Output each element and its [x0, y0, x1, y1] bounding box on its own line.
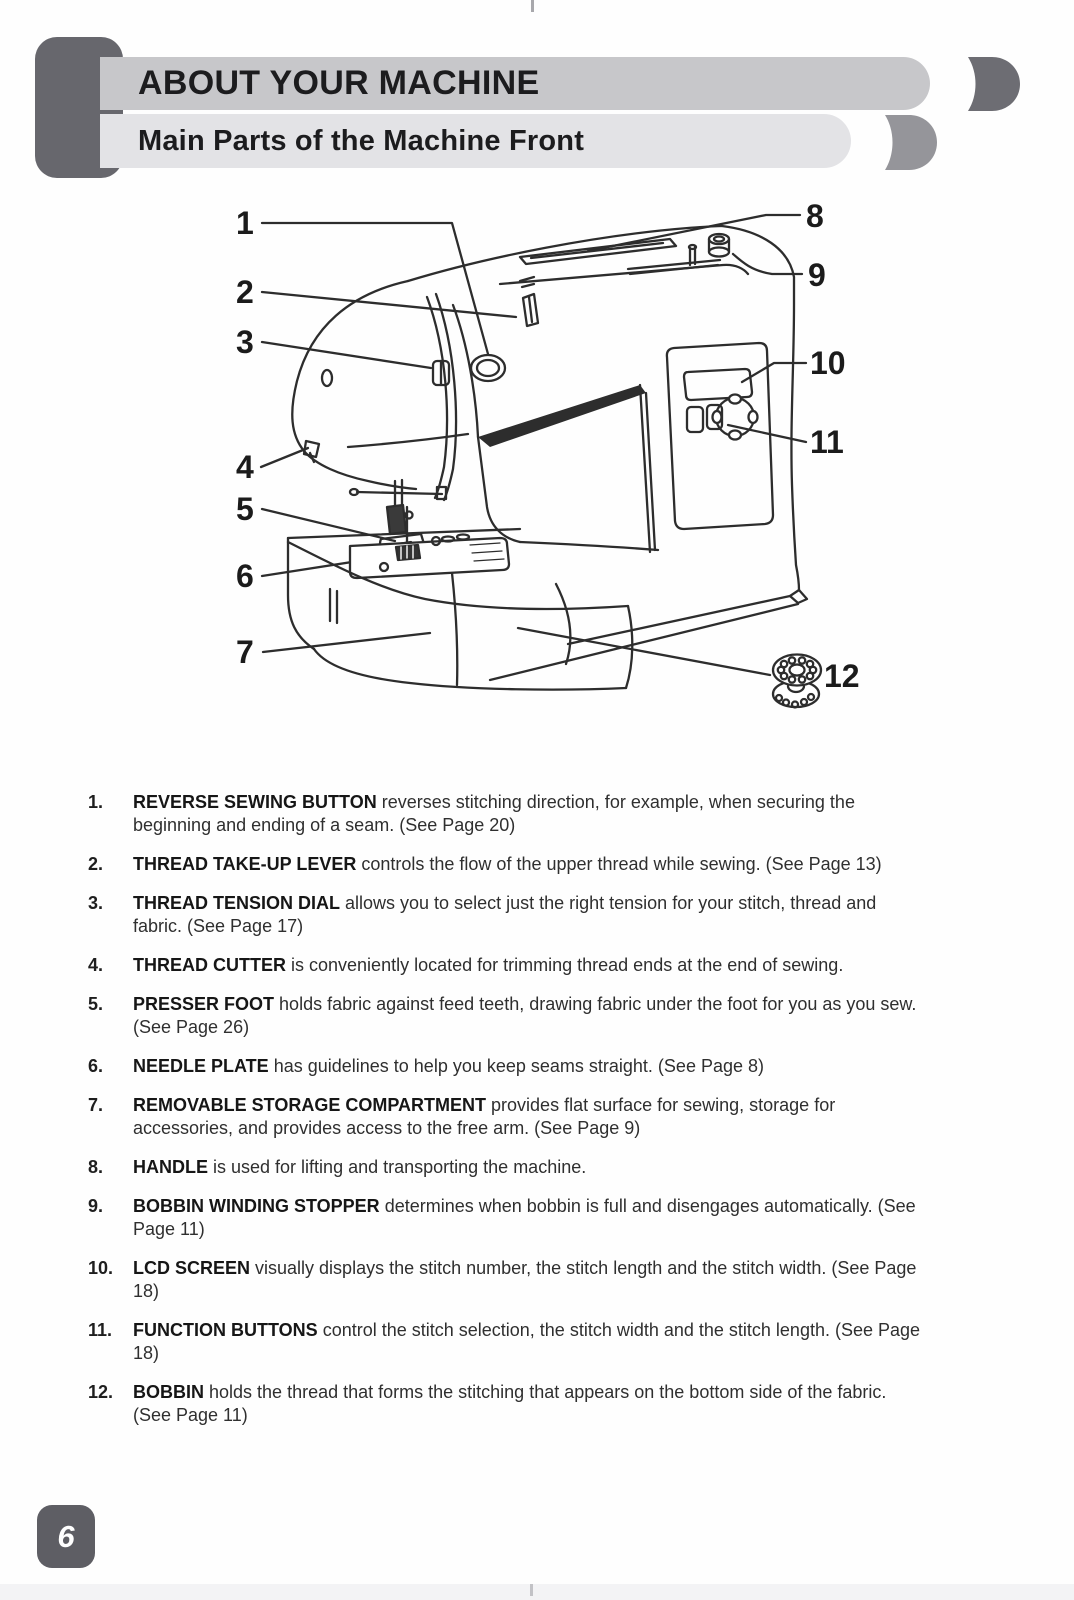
- part-description: controls the flow of the upper thread wh…: [361, 854, 882, 874]
- part-number: 11.: [88, 1320, 113, 1340]
- part-description: determines when bobbin is full and disen…: [133, 1196, 916, 1239]
- part-item: 5. PRESSER FOOT holds fabric against fee…: [88, 993, 968, 1039]
- machine-diagram: 1 2 3 4 5 6 7 8 9 10 11 12: [0, 185, 1074, 760]
- part-number: 5.: [88, 994, 104, 1014]
- part-name: REVERSE SEWING BUTTON: [133, 792, 377, 812]
- part-item: 11. FUNCTION BUTTONS control the stitch …: [88, 1319, 968, 1365]
- part-item: 3. THREAD TENSION DIAL allows you to sel…: [88, 892, 968, 938]
- callout-label: 3: [236, 324, 254, 360]
- part-number: 10.: [88, 1258, 114, 1278]
- callout-label: 2: [236, 274, 254, 310]
- page-number-badge: 6: [37, 1505, 95, 1568]
- part-item: 12. BOBBIN holds the thread that forms t…: [88, 1381, 968, 1427]
- part-name: NEEDLE PLATE: [133, 1056, 269, 1076]
- page-title: ABOUT YOUR MACHINE: [138, 64, 540, 102]
- callout-label: 6: [236, 558, 254, 594]
- callout-label: 10: [810, 345, 846, 381]
- part-item: 10. LCD SCREEN visually displays the sti…: [88, 1257, 968, 1303]
- part-name: THREAD TAKE-UP LEVER: [133, 854, 357, 874]
- part-description: visually displays the stitch number, the…: [133, 1258, 917, 1301]
- part-number: 4.: [88, 955, 104, 975]
- part-description: reverses stitching direction, for exampl…: [133, 792, 855, 835]
- section-title-banner: Main Parts of the Machine Front: [100, 114, 851, 168]
- callout-labels: 1 2 3 4 5 6 7 8 9 10 11 12: [236, 198, 860, 694]
- parts-list: 1. REVERSE SEWING BUTTON reverses stitch…: [88, 791, 968, 1443]
- top-crop-mark: [531, 0, 534, 12]
- part-name: BOBBIN WINDING STOPPER: [133, 1196, 380, 1216]
- part-name: PRESSER FOOT: [133, 994, 275, 1014]
- part-item: 2. THREAD TAKE-UP LEVER controls the flo…: [88, 853, 968, 876]
- part-item: 8. HANDLE is used for lifting and transp…: [88, 1156, 968, 1179]
- part-item: 4. THREAD CUTTER is conveniently located…: [88, 954, 968, 977]
- callout-leader-lines: [259, 213, 808, 677]
- callout-label: 8: [806, 198, 824, 234]
- part-item: 1. REVERSE SEWING BUTTON reverses stitch…: [88, 791, 968, 837]
- part-number: 2.: [88, 854, 104, 874]
- bobbin-illustration: [771, 653, 823, 709]
- callout-label: 7: [236, 634, 254, 670]
- callout-label: 12: [824, 658, 860, 694]
- callout-label: 11: [810, 424, 844, 460]
- chapter-title-banner: ABOUT YOUR MACHINE: [100, 57, 930, 110]
- part-description: allows you to select just the right tens…: [133, 893, 877, 936]
- part-name: LCD SCREEN: [133, 1258, 251, 1278]
- part-name: FUNCTION BUTTONS: [133, 1320, 318, 1340]
- part-name: THREAD CUTTER: [133, 955, 286, 975]
- callout-label: 9: [808, 257, 826, 293]
- page-number: 6: [57, 1518, 75, 1554]
- callout-label: 4: [236, 449, 254, 485]
- header-swoosh-gray: [879, 115, 937, 175]
- bottom-band: [0, 1584, 1074, 1600]
- part-description: is conveniently located for trimming thr…: [291, 955, 844, 975]
- part-number: 1.: [88, 792, 104, 812]
- part-description: control the stitch selection, the stitch…: [133, 1320, 921, 1363]
- part-number: 12.: [88, 1382, 114, 1402]
- header-swoosh-dark: [962, 57, 1020, 116]
- part-name: BOBBIN: [133, 1382, 204, 1402]
- part-name: HANDLE: [133, 1157, 208, 1177]
- part-item: 7. REMOVABLE STORAGE COMPARTMENT provide…: [88, 1094, 968, 1140]
- bottom-crop-mark: [530, 1584, 533, 1596]
- part-number: 8.: [88, 1157, 104, 1177]
- part-number: 9.: [88, 1196, 104, 1216]
- callout-label: 5: [236, 491, 254, 527]
- part-number: 7.: [88, 1095, 104, 1115]
- part-name: THREAD TENSION DIAL: [133, 893, 340, 913]
- part-item: 6. NEEDLE PLATE has guidelines to help y…: [88, 1055, 968, 1078]
- part-name: REMOVABLE STORAGE COMPARTMENT: [133, 1095, 487, 1115]
- part-description: provides flat surface for sewing, storag…: [133, 1095, 836, 1138]
- callout-label: 1: [236, 205, 254, 241]
- part-number: 3.: [88, 893, 104, 913]
- part-description: is used for lifting and transporting the…: [213, 1157, 587, 1177]
- part-number: 6.: [88, 1056, 104, 1076]
- part-description: holds fabric against feed teeth, drawing…: [133, 994, 917, 1037]
- section-title: Main Parts of the Machine Front: [138, 124, 585, 157]
- part-description: has guidelines to help you keep seams st…: [273, 1056, 765, 1076]
- part-description: holds the thread that forms the stitchin…: [133, 1382, 887, 1425]
- part-item: 9. BOBBIN WINDING STOPPER determines whe…: [88, 1195, 968, 1241]
